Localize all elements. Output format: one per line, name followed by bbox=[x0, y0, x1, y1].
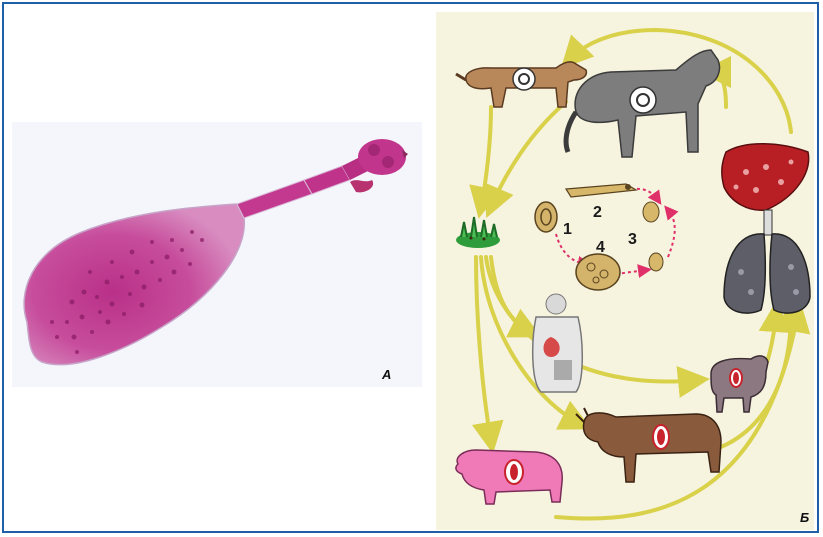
hydatid-cyst-icon bbox=[576, 254, 620, 290]
sucker bbox=[368, 144, 380, 156]
lifecycle-diagram: 1 2 3 4 bbox=[436, 12, 814, 530]
mature-proglottid bbox=[237, 180, 312, 218]
debris bbox=[350, 180, 373, 192]
cow-icon bbox=[576, 408, 721, 482]
lungs-icon bbox=[724, 210, 810, 313]
adult-worm-icon bbox=[566, 184, 636, 197]
gravid-proglottid bbox=[24, 204, 244, 365]
immature-proglottid bbox=[304, 166, 350, 194]
panel-b-lifecycle: 1 2 3 4 bbox=[436, 12, 814, 530]
wolf-icon bbox=[566, 50, 719, 157]
arrow-dog-to-grass bbox=[481, 107, 491, 207]
human-organs-icon bbox=[533, 294, 583, 392]
scolex bbox=[358, 139, 406, 175]
grass-egg-icon bbox=[456, 217, 500, 248]
pig-icon bbox=[456, 450, 562, 504]
panel-a-label: А bbox=[382, 367, 391, 382]
sheep-icon bbox=[711, 356, 768, 412]
dog-icon bbox=[456, 62, 586, 107]
stage-label-4: 4 bbox=[596, 239, 605, 256]
panel-b-label: Б bbox=[800, 510, 809, 525]
stage-label-3: 3 bbox=[628, 231, 637, 248]
tapeworm-micrograph-icon bbox=[12, 122, 422, 387]
arrow-wolf-to-grass bbox=[491, 102, 566, 207]
scolex-icon bbox=[643, 202, 663, 271]
stage-label-2: 2 bbox=[593, 204, 602, 221]
panel-a-micrograph: А bbox=[12, 122, 422, 387]
stage-label-1: 1 bbox=[563, 221, 572, 238]
egg-icon bbox=[535, 202, 557, 232]
sucker bbox=[382, 156, 394, 168]
liver-icon bbox=[722, 144, 809, 211]
